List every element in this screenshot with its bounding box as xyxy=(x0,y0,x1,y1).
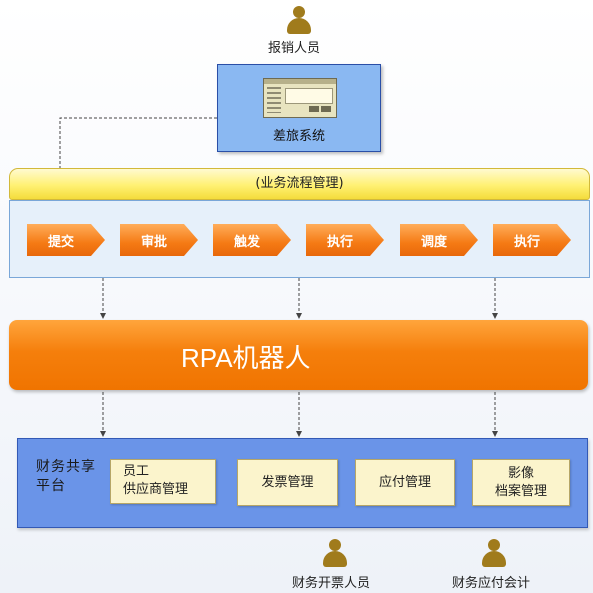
travel-system-box[interactable]: 差旅系统 xyxy=(217,64,381,152)
bpm-header: (业务流程管理) xyxy=(9,168,590,200)
travel-system-label: 差旅系统 xyxy=(272,129,325,144)
step-execute[interactable]: 执行 xyxy=(306,224,384,256)
step-submit[interactable]: 提交 xyxy=(27,224,105,256)
module-payables-management[interactable]: 应付管理 xyxy=(355,459,455,506)
rpa-robot-label: RPA机器人 xyxy=(181,343,311,373)
reimbursement-person-icon xyxy=(286,6,312,34)
payables-accountant-label: 财务应付会计 xyxy=(452,576,531,591)
step-schedule[interactable]: 调度 xyxy=(400,224,478,256)
step-trigger[interactable]: 触发 xyxy=(213,224,291,256)
module-employee-supplier-management[interactable]: 员工 供应商管理 xyxy=(110,459,216,504)
payables-accountant-icon xyxy=(481,539,507,567)
reimbursement-person-label: 报销人员 xyxy=(268,41,321,56)
rpa-robot-bar[interactable]: RPA机器人 xyxy=(9,320,588,390)
module-image-archive-label: 影像 档案管理 xyxy=(494,465,547,499)
invoicing-staff-label: 财务开票人员 xyxy=(292,576,371,591)
module-invoice-management[interactable]: 发票管理 xyxy=(237,459,338,506)
module-payables-label: 应付管理 xyxy=(378,474,431,490)
invoicing-staff-icon xyxy=(322,539,348,567)
module-image-archive-management[interactable]: 影像 档案管理 xyxy=(472,459,570,506)
finance-shared-platform-title: 财务共享平台 xyxy=(36,459,96,494)
step-approve[interactable]: 审批 xyxy=(120,224,198,256)
application-window-icon xyxy=(263,78,337,118)
module-employee-supplier-label: 员工 供应商管理 xyxy=(123,464,189,497)
step-execute-final[interactable]: 执行 xyxy=(493,224,571,256)
module-invoice-label: 发票管理 xyxy=(261,474,314,490)
